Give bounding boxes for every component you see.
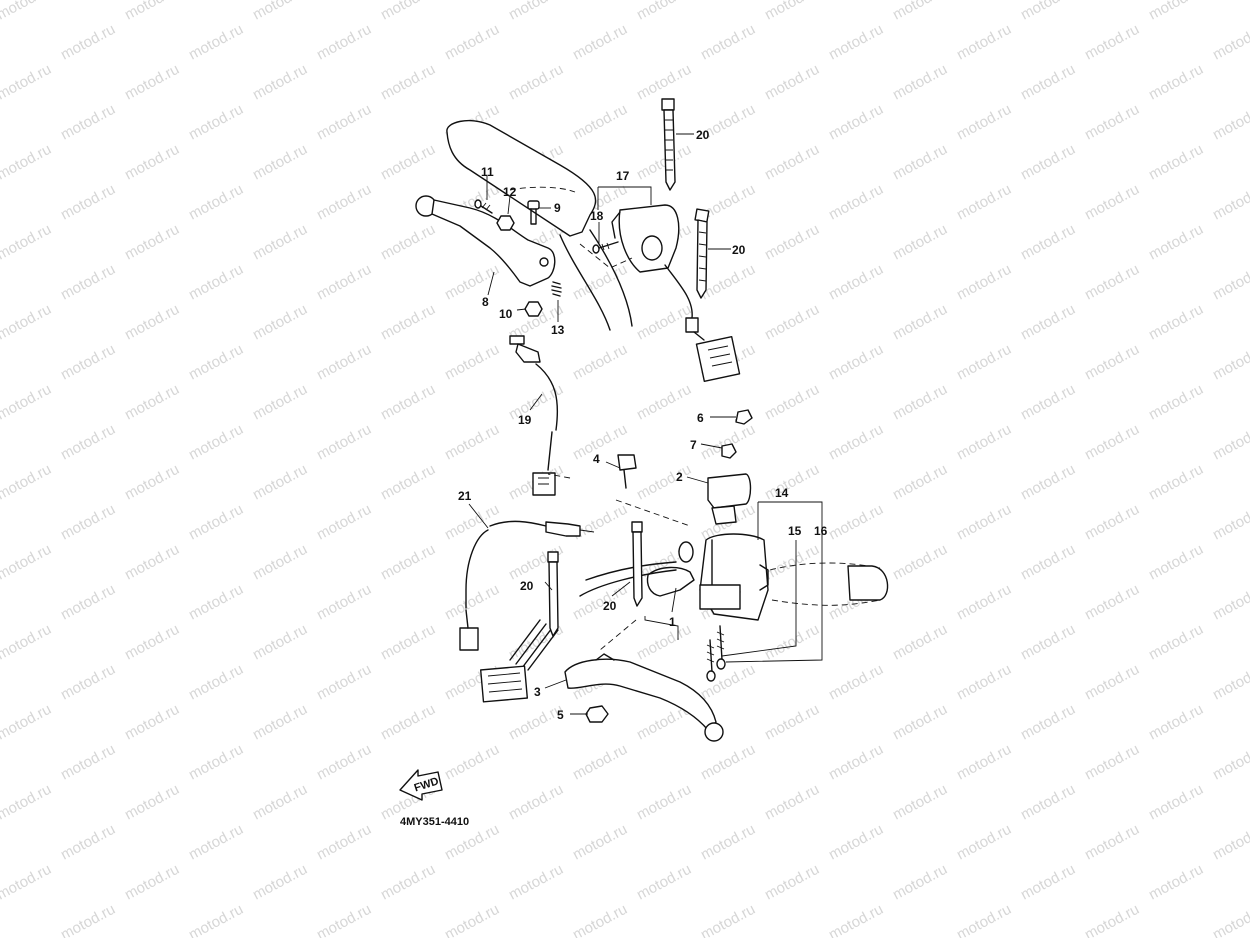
callout-14: 14 — [775, 486, 789, 500]
cable-tie-20-d — [547, 551, 559, 637]
callout-6: 6 — [697, 411, 704, 425]
callout-12: 12 — [503, 185, 517, 199]
cable-tie-20-b — [694, 208, 710, 299]
diagram-reference-code: 4MY351-4410 — [400, 816, 469, 828]
callout-21: 21 — [458, 489, 472, 503]
nut-10 — [524, 301, 543, 317]
callout-labels: 11 12 9 8 10 13 19 17 18 20 20 6 7 4 2 1… — [458, 128, 828, 722]
callout-17: 17 — [616, 169, 630, 183]
callout-18: 18 — [590, 209, 604, 223]
callout-11: 11 — [481, 165, 494, 179]
brake-switch-21 — [459, 520, 595, 651]
throttle-grip — [769, 562, 889, 606]
bolt-6 — [735, 409, 753, 425]
callout-10: 10 — [499, 307, 513, 321]
bolt-11 — [474, 199, 493, 214]
screw-15 — [706, 639, 716, 682]
pin-4 — [617, 454, 637, 489]
wire-harness — [479, 561, 677, 703]
washer-7 — [721, 443, 737, 459]
clutch-switch-19 — [509, 335, 559, 496]
pin-9 — [527, 200, 540, 225]
fwd-arrow-icon: FWD — [399, 769, 443, 801]
callout-1: 1 — [669, 615, 676, 629]
brake-lever-3 — [564, 653, 724, 742]
callout-9: 9 — [554, 201, 561, 215]
cable-tie-20-a — [661, 98, 676, 191]
cable-tie-20-c — [631, 521, 643, 607]
callout-20-a: 20 — [696, 128, 710, 142]
callout-13: 13 — [551, 323, 565, 337]
nut-5 — [585, 705, 609, 723]
handlebar-switch-14 — [699, 533, 769, 621]
cover-2 — [707, 473, 752, 525]
callout-2: 2 — [676, 470, 683, 484]
screw-16 — [716, 625, 726, 670]
callout-19: 19 — [518, 413, 532, 427]
left-handlebar-grip — [446, 119, 633, 331]
handlebar-switch-17 — [611, 204, 741, 383]
nut-12 — [496, 215, 515, 231]
callout-8: 8 — [482, 295, 489, 309]
callout-20-c: 20 — [603, 599, 617, 613]
callout-15: 15 — [788, 524, 802, 538]
callout-20-d: 20 — [520, 579, 534, 593]
lever-holder-1 — [646, 541, 695, 597]
callout-3: 3 — [534, 685, 541, 699]
callout-7: 7 — [690, 438, 697, 452]
callout-20-b: 20 — [732, 243, 746, 257]
callout-5: 5 — [557, 708, 564, 722]
screw-18 — [592, 241, 619, 254]
callout-16: 16 — [814, 524, 828, 538]
leader-lines — [468, 133, 823, 715]
spring-13 — [551, 281, 562, 297]
callout-4: 4 — [593, 452, 600, 466]
